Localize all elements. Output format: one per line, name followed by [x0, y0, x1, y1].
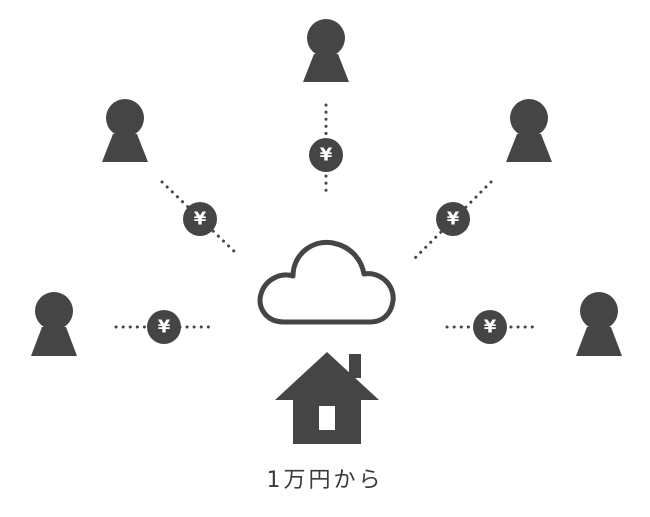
cloud-icon	[257, 239, 396, 325]
person-icon-left	[31, 292, 77, 356]
person-icon-right	[576, 292, 622, 356]
yen-symbol: ¥	[484, 317, 497, 338]
yen-symbol: ¥	[447, 209, 460, 230]
yen-symbol: ¥	[194, 209, 207, 230]
yen-coin-top: ¥	[309, 138, 343, 172]
yen-coin-upper-left: ¥	[183, 202, 217, 236]
person-icon-top	[303, 19, 349, 82]
yen-symbol: ¥	[158, 317, 171, 338]
house-icon	[275, 352, 379, 444]
yen-symbol: ¥	[320, 145, 333, 166]
yen-coin-right: ¥	[473, 310, 507, 344]
person-icon-upper-left	[102, 99, 148, 162]
yen-coin-left: ¥	[147, 310, 181, 344]
person-icon-upper-right	[506, 99, 552, 162]
caption-text: 1万円から	[266, 468, 384, 493]
yen-coin-upper-right: ¥	[436, 202, 470, 236]
